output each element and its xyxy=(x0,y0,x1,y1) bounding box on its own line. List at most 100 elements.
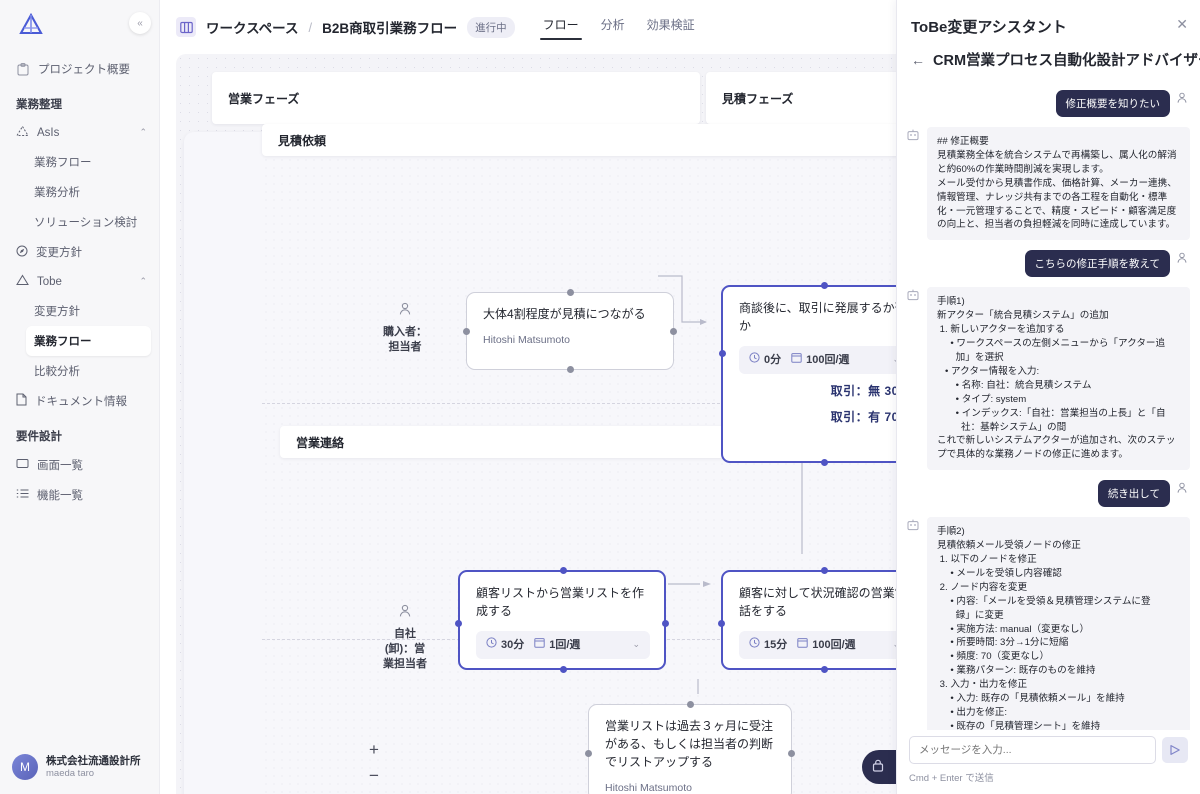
triangle-icon xyxy=(16,274,29,289)
chat-message-user: 続き出して xyxy=(907,480,1190,508)
breadcrumb-project[interactable]: B2B商取引業務フロー xyxy=(322,21,458,36)
note-node-sales-list-rule[interactable]: 営業リストは過去３ヶ月に受注がある、もしくは担当者の判断でリストアップする Hi… xyxy=(585,701,795,794)
node-title: 商談後に、取引に発展するか否か xyxy=(739,301,907,333)
sublane-label: 営業連絡 xyxy=(296,435,345,450)
list-icon xyxy=(16,488,29,502)
actor-label: 購入者： 担当者 xyxy=(383,325,427,353)
chevron-up-icon: ⌃ xyxy=(139,276,147,286)
sidebar-group-label: 機能一覧 xyxy=(37,490,83,502)
sidebar-group-asis[interactable]: AsIs ⌃ xyxy=(0,118,159,147)
task-node-sales-call[interactable]: 顧客に対して状況確認の営業電話をする 15分 100回/週 ⌄ xyxy=(718,567,929,673)
sidebar-item-document-info[interactable]: ドキュメント情報 xyxy=(0,386,159,416)
note-node-quote-ratio[interactable]: 大体4割程度が見積につながる Hitoshi Matsumoto xyxy=(463,289,677,373)
chat-input-row xyxy=(909,736,1188,764)
sidebar-item-tobe-compare[interactable]: 比較分析 xyxy=(34,366,80,378)
node-title: 顧客に対して状況確認の営業電話をする xyxy=(739,586,907,618)
node-title: 顧客リストから営業リストを作成する xyxy=(476,586,645,618)
person-icon xyxy=(372,302,438,321)
message-text: 修正概要を知りたい xyxy=(1055,90,1170,117)
person-icon xyxy=(1176,90,1190,107)
sidebar-item-screen-list[interactable]: 画面一覧 xyxy=(0,450,159,480)
message-text: 手順1) 新アクター「統合見積システム」の追加 1. 新しいアクターを追加する … xyxy=(927,287,1190,471)
send-icon[interactable] xyxy=(1162,737,1188,763)
duration-value: 0分 xyxy=(764,353,782,366)
chat-subtitle: CRM営業プロセス自動化設計アドバイザー xyxy=(933,53,1200,69)
message-text: 続き出して xyxy=(1097,480,1170,508)
actor-buyer[interactable]: 購入者： 担当者 xyxy=(372,302,438,355)
sublane-label: 見積依頼 xyxy=(278,133,327,148)
main-area: ワークスペース / B2B商取引業務フロー 進行中 フロー 分析 効果検証 営業… xyxy=(160,0,1200,794)
chat-message-user: 修正概要を知りたい xyxy=(907,90,1190,117)
sidebar-group-change-policy[interactable]: 変更方針 xyxy=(0,237,159,267)
sublane-header-quote-request[interactable]: 見積依頼 xyxy=(262,124,962,156)
node-meta-bar[interactable]: 15分 100回/週 ⌄ xyxy=(739,631,910,659)
message-text: こちらの修正手順を教えて xyxy=(1024,250,1170,278)
close-icon[interactable]: ✕ xyxy=(1176,16,1188,32)
robot-icon xyxy=(907,127,921,144)
sidebar-collapse-button[interactable]: « xyxy=(129,12,151,34)
sidebar-item-tobe-policy[interactable]: 変更方針 xyxy=(34,306,80,318)
sidebar-item-asis-analysis[interactable]: 業務分析 xyxy=(34,187,80,199)
phase-card-sales[interactable]: 営業フェーズ xyxy=(212,72,700,124)
logo-row xyxy=(0,0,159,48)
actor-own-company[interactable]: 自社 (卸)：営 業担当者 xyxy=(372,604,438,671)
chat-input[interactable] xyxy=(909,736,1156,764)
back-arrow-icon[interactable]: ← xyxy=(911,51,925,68)
task-node-deal-decision[interactable]: 商談後に、取引に発展するか否か 0分 100回/週 ⌄ xyxy=(719,282,929,466)
chat-message-bot: ## 修正概要 見積業務全体を統合システムで再構築し、属人化の解消と約60%の作… xyxy=(907,127,1190,241)
tabs: フロー 分析 効果検証 xyxy=(539,16,695,40)
node-title: 大体4割程度が見積につながる xyxy=(483,307,646,321)
duration-value: 30分 xyxy=(501,638,525,651)
frequency-value: 100回/週 xyxy=(812,638,856,651)
clock-icon xyxy=(749,637,760,654)
user-profile[interactable]: M 株式会社流通設計所 maeda taro xyxy=(0,754,160,780)
calendar-icon xyxy=(534,637,545,654)
chat-messages[interactable]: 修正概要を知りたい ## 修正概要 見積業務全体を統合システムで再構築し、属人化… xyxy=(897,70,1200,730)
person-icon xyxy=(372,604,438,623)
chevron-down-icon[interactable]: ⌄ xyxy=(632,639,640,650)
workspace-icon xyxy=(176,17,196,37)
node-meta-bar[interactable]: 30分 1回/週 ⌄ xyxy=(476,631,650,659)
sidebar-group-label: Tobe xyxy=(37,275,62,288)
sidebar-item-project-overview[interactable]: プロジェクト概要 xyxy=(0,54,159,84)
sidebar-item-tobe-flow[interactable]: 業務フロー xyxy=(26,326,151,356)
branch-has-deal: 取引：有 70% xyxy=(830,410,910,424)
user-name: maeda taro xyxy=(46,767,95,779)
collapse-icon: « xyxy=(137,17,143,29)
zoom-controls: + − xyxy=(362,740,386,786)
sidebar-group-tobe[interactable]: Tobe ⌃ xyxy=(0,267,159,296)
tab-effect-verification[interactable]: 効果検証 xyxy=(646,17,695,32)
clock-icon xyxy=(749,352,760,369)
duration-value: 15分 xyxy=(764,638,788,651)
send-hint: Cmd + Enter で送信 xyxy=(909,773,994,784)
branch-no-deal: 取引：無 30% xyxy=(830,384,910,398)
tab-flow[interactable]: フロー xyxy=(539,16,582,40)
duration-meta: 0分 xyxy=(749,352,781,369)
sidebar-section-title: 要件設計 xyxy=(16,431,62,443)
task-node-create-sales-list[interactable]: 顧客リストから営業リストを作成する 30分 1回/週 ⌄ xyxy=(455,567,669,673)
frequency-meta: 1回/週 xyxy=(534,637,580,654)
zoom-out-button[interactable]: − xyxy=(369,766,379,785)
chat-subheader: ← CRM営業プロセス自動化設計アドバイザー xyxy=(911,49,1200,70)
node-meta-bar[interactable]: 0分 100回/週 ⌄ xyxy=(739,346,910,374)
chat-header: ToBe変更アシスタント ✕ ← CRM営業プロセス自動化設計アドバイザー xyxy=(897,0,1200,70)
duration-meta: 30分 xyxy=(486,637,524,654)
zoom-in-button[interactable]: + xyxy=(369,740,379,759)
breadcrumb-workspace[interactable]: ワークスペース xyxy=(206,21,299,36)
chat-message-user: こちらの修正手順を教えて xyxy=(907,250,1190,278)
sidebar-item-asis-solution[interactable]: ソリューション検討 xyxy=(34,217,138,229)
sidebar-group-label: AsIs xyxy=(37,126,60,139)
tab-analysis[interactable]: 分析 xyxy=(600,17,625,32)
app-logo-icon[interactable] xyxy=(18,12,44,35)
screen-icon xyxy=(16,458,29,473)
sidebar-item-function-list[interactable]: 機能一覧 xyxy=(0,480,159,510)
person-icon xyxy=(1176,480,1190,497)
chat-message-bot: 手順1) 新アクター「統合見積システム」の追加 1. 新しいアクターを追加する … xyxy=(907,287,1190,471)
frequency-meta: 100回/週 xyxy=(797,637,856,654)
sidebar: « プロジェクト概要 業務整理 AsIs ⌃ 業務フロー 業務分析 ソリューショ… xyxy=(0,0,160,794)
message-text: ## 修正概要 見積業務全体を統合システムで再構築し、属人化の解消と約60%の作… xyxy=(927,127,1190,241)
sidebar-item-asis-flow[interactable]: 業務フロー xyxy=(34,157,92,169)
sidebar-group-label: 変更方針 xyxy=(36,247,82,259)
chat-title: ToBe変更アシスタント xyxy=(911,19,1067,36)
